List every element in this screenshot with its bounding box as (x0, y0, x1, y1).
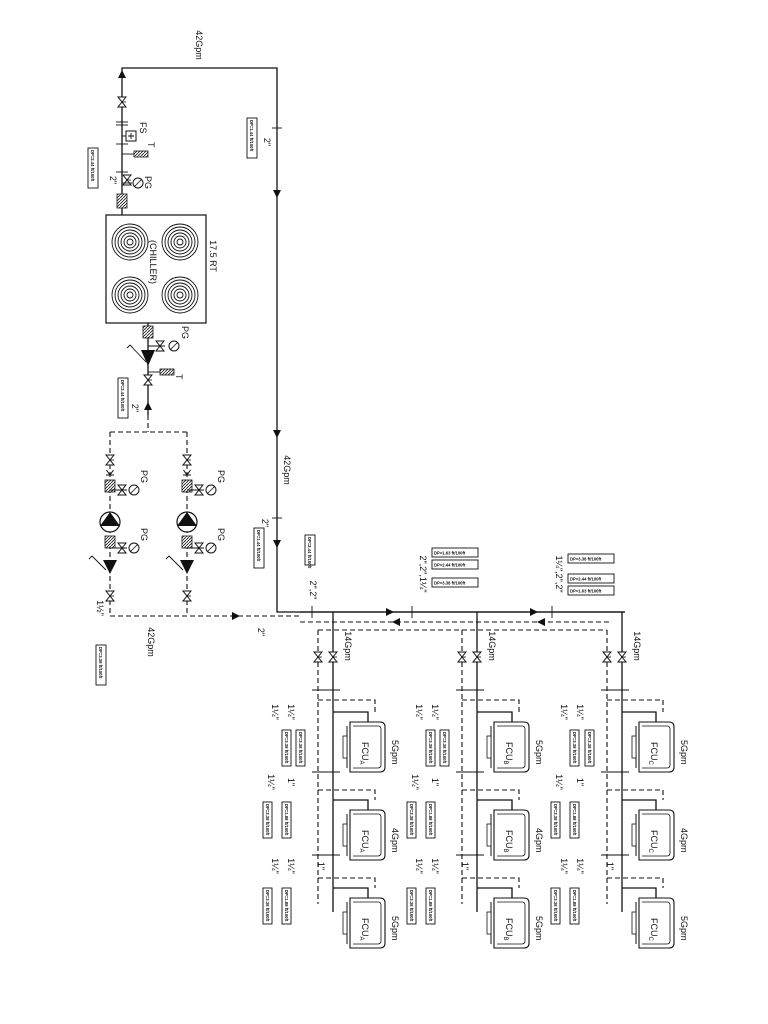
dp-a-4: DP=1.88 ft/100ft (284, 804, 289, 836)
zone-c-size-5: 1¼" (559, 858, 569, 874)
thermo-label-return: T (174, 374, 184, 380)
dp-tag-riser: DP=1.44 ft/100ft (249, 120, 254, 152)
zone-b-size-7: 1" (460, 862, 470, 870)
dp-tag-c1: DP=3.38 ft/100ft (570, 557, 602, 562)
zone-c-size-2: 1¼" (575, 704, 585, 720)
dp-b-2: DP=3.38 ft/100ft (442, 732, 447, 764)
flow-top: 42Gpm (194, 30, 204, 60)
dp-tag-mid: DP=1.44 ft/100ft (256, 530, 261, 562)
dp-tag-supply: DP=2.44 ft/100ft (90, 150, 95, 182)
dp-a-6: DP=1.88 ft/100ft (284, 890, 289, 922)
pipe-size-header-a: 2",2" (308, 581, 318, 600)
pg-label-pump-a-in: PG (139, 470, 149, 483)
dp-b-5: DP=3.38 ft/100ft (409, 890, 414, 922)
dp-tag-header-a: DP=2.44 ft/100ft (307, 537, 312, 569)
chiller-capacity: 17.5 RT (208, 240, 218, 272)
pipe-size-pump: 1½" (95, 600, 105, 616)
dp-tag-pump: DP=3.38 ft/100ft (98, 647, 103, 679)
dp-c-1: DP=3.38 ft/100ft (572, 732, 577, 764)
fcu-b3-cap: 5Gpm (534, 916, 544, 941)
zone-c-size-4: 1" (575, 778, 585, 786)
zone-c-size-6: 1¼" (575, 858, 585, 874)
dp-tag-b2: DP=2.44 ft/100ft (434, 563, 466, 568)
pg-label-return: PG (180, 326, 190, 339)
zone-a-size-7: 1" (316, 862, 326, 870)
zone-b-size-5: 1¼" (414, 858, 424, 874)
fcu-b2-cap: 4Gpm (534, 828, 544, 853)
zone-a-size-6: 1¼" (286, 858, 296, 874)
dp-b-1: DP=3.38 ft/100ft (428, 732, 433, 764)
zone-b-size-4: 1" (430, 778, 440, 786)
fcu-b2-label: FCUB (502, 830, 514, 853)
dp-c-2: DP=3.38 ft/100ft (587, 732, 592, 764)
flow-branch-b: 14Gpm (487, 631, 497, 661)
flow-bottom: 42Gpm (146, 627, 156, 657)
flow-switch-label: FS (138, 122, 148, 134)
zone-b-size-1: 1¼" (414, 704, 424, 720)
chiller-label: (CHILLER) (148, 240, 158, 284)
pipe-size-header-b: 2",2",1¼" (418, 555, 428, 592)
dp-c-6: DP=1.88 ft/100ft (572, 890, 577, 922)
zone-c-size-3: 1¼" (554, 774, 564, 790)
fcu-c2-label: FCUC (647, 830, 659, 854)
pipe-size-riser: 2" (262, 138, 272, 146)
fcu-c3-cap: 5Gpm (679, 916, 689, 941)
zone-c-size-1: 1¼" (559, 704, 569, 720)
dp-b-3: DP=3.38 ft/100ft (409, 804, 414, 836)
zone-a-size-2: 1¼" (286, 704, 296, 720)
dp-b-6: DP=1.88 ft/100ft (428, 890, 433, 922)
dp-a-2: DP=3.38 ft/100ft (298, 732, 303, 764)
fcu-b1-label: FCUB (502, 742, 514, 765)
fcu-a1-label: FCUA (358, 742, 370, 765)
fcu-a2-cap: 4Gpm (390, 828, 400, 853)
dp-tag-c2: DP=2.44 ft/100ft (570, 577, 602, 582)
zone-b-size-2: 1¼" (430, 704, 440, 720)
dp-a-1: DP=3.38 ft/100ft (284, 732, 289, 764)
fcu-c1-cap: 5Gpm (679, 740, 689, 765)
pipe-size-return-header: 2" (256, 628, 266, 636)
dp-tag-b1: DP=1.63 ft/100ft (434, 551, 466, 556)
fcu-a1-cap: 5Gpm (390, 740, 400, 765)
dp-tag-return: DP=2.44 ft/100ft (120, 380, 125, 412)
fcu-b3-label: FCUB (502, 918, 514, 941)
dp-c-5: DP=3.38 ft/100ft (553, 890, 558, 922)
fcu-b1-cap: 5Gpm (534, 740, 544, 765)
dp-c-3: DP=3.38 ft/100ft (553, 804, 558, 836)
zone-a-size-5: 1¼" (270, 858, 280, 874)
zone-c-size-7: 1" (605, 862, 615, 870)
dp-b-4: DP=1.88 ft/100ft (428, 804, 433, 836)
flow-branch-c: 14Gpm (632, 631, 642, 661)
pg-label-pump-b-out: PG (216, 528, 226, 541)
pg-label-supply: PG (143, 176, 153, 189)
fcu-c2-cap: 4Gpm (679, 828, 689, 853)
dp-a-5: DP=3.38 ft/100ft (265, 890, 270, 922)
fcu-a3-label: FCUA (358, 918, 370, 941)
pipe-size-mid: 2" (260, 519, 270, 527)
pipe-size-return: 2" (130, 404, 140, 412)
thermo-label-top: T (146, 142, 156, 148)
dp-c-4: DP=1.88 ft/100ft (572, 804, 577, 836)
fcu-c3-label: FCUC (647, 918, 659, 942)
flow-mid: 42Gpm (282, 455, 292, 485)
pg-label-pump-a-out: PG (139, 528, 149, 541)
pg-label-pump-b-in: PG (216, 470, 226, 483)
pipe-size-header-c: 1¼",2",2" (554, 555, 564, 592)
zone-b-size-6: 1¼" (430, 858, 440, 874)
zone-a-size-1: 1¼" (270, 704, 280, 720)
pipe-size-supply: 2" (108, 176, 118, 184)
fcu-c1-label: FCUC (647, 742, 659, 766)
flow-branch-a: 14Gpm (343, 631, 353, 661)
dp-a-3: DP=3.38 ft/100ft (265, 804, 270, 836)
zone-a-size-4: 1" (286, 778, 296, 786)
fcu-a3-cap: 5Gpm (390, 916, 400, 941)
zone-b-size-3: 1¼" (410, 774, 420, 790)
dp-tag-b3: DP=3.38 ft/100ft (434, 581, 466, 586)
dp-tag-c3: DP=1.63 ft/100ft (570, 589, 602, 594)
fcu-a2-label: FCUA (358, 830, 370, 853)
zone-a-size-3: 1¼" (266, 774, 276, 790)
